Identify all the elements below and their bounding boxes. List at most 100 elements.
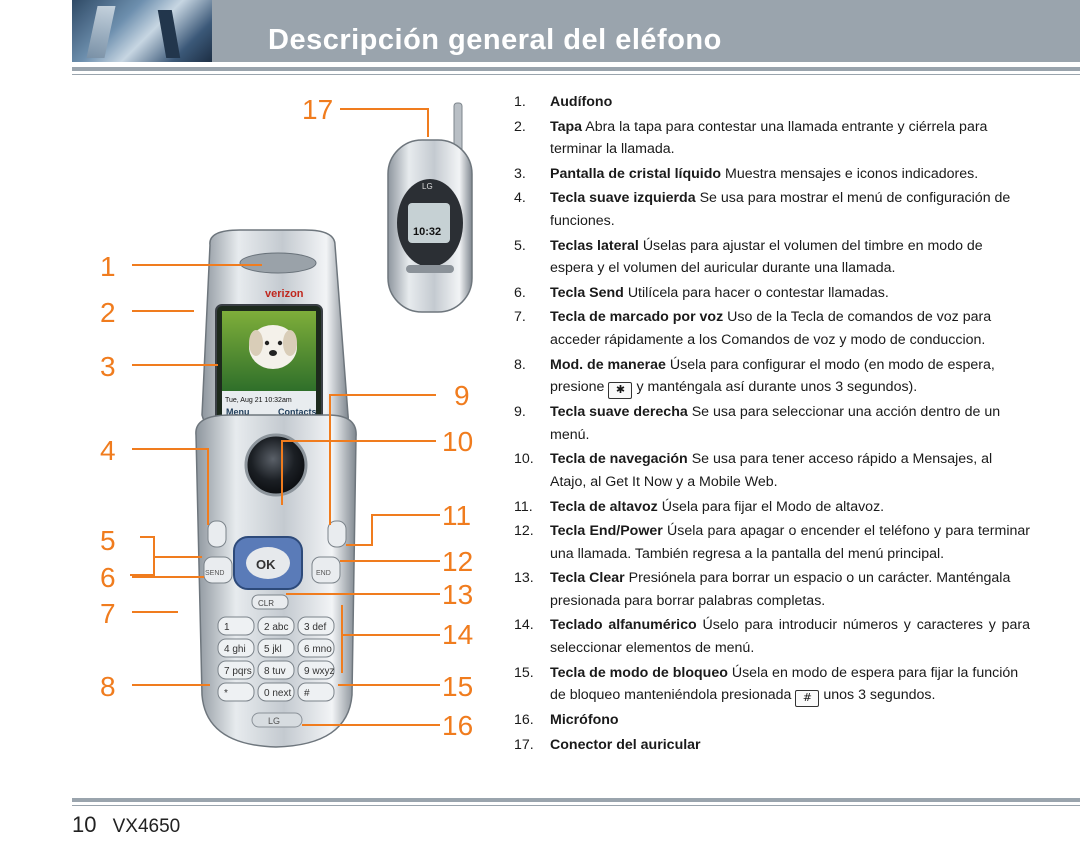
callout-7: 7 — [100, 598, 116, 629]
list-item: 7. Tecla de marcado por voz Uso de la Tec… — [514, 306, 1030, 351]
keypad-key-label: 7 pqrs — [224, 666, 252, 677]
callout-8: 8 — [100, 671, 116, 702]
callout-9: 9 — [454, 380, 470, 411]
list-item: 4.Tecla suave izquierda Se usa para most… — [514, 187, 1030, 232]
page-title: Descripción general del eléfono — [268, 24, 722, 56]
callout-15: 15 — [442, 671, 473, 702]
keypad-key — [297, 682, 335, 702]
keypad-key-label: # — [304, 688, 310, 699]
item-number: 17. — [514, 736, 534, 753]
item-number: 11. — [514, 498, 533, 515]
item-term: Conector del auricular — [550, 736, 701, 753]
callout-16: 16 — [442, 710, 473, 741]
top-rule — [72, 67, 1080, 71]
item-term: Tecla suave derecha — [550, 404, 688, 421]
keypad-key — [257, 660, 295, 680]
item-term: Pantalla de cristal líquido — [550, 165, 722, 182]
callout-5: 5 — [100, 525, 116, 556]
item-term: Tecla de navegación — [550, 451, 688, 468]
keypad-key — [217, 660, 255, 680]
keypad-key-label: * — [224, 688, 228, 699]
keypad-key — [297, 660, 335, 680]
list-item: 12.Tecla End/Power Úsela para apagar o e… — [514, 520, 1030, 565]
item-term: Tecla de marcado por voz — [550, 309, 724, 326]
keypad-key — [217, 682, 255, 702]
item-number: 5. — [514, 237, 526, 254]
keypad-key-label: 3 def — [304, 622, 326, 633]
callout-17: 17 — [302, 94, 333, 125]
item-term: Tecla Clear — [550, 570, 625, 587]
item-number: 7. — [514, 309, 526, 326]
item-term: Tecla End/Power — [550, 523, 663, 540]
item-term: Tapa — [550, 118, 583, 135]
item-description: Úsela en modo de espera para fijar la fu… — [550, 664, 1019, 704]
item-number: 2. — [514, 118, 526, 135]
item-description: Uso de la Tecla de comandos de voz para … — [550, 309, 992, 348]
keypad-key — [217, 616, 255, 636]
header-photo — [72, 0, 212, 62]
keypad-key-label: 0 next — [264, 688, 291, 699]
closed-phone: 10:32 LG — [387, 102, 473, 313]
list-item: 16. Micrófono — [514, 709, 1030, 732]
keypad-key — [297, 616, 335, 636]
list-item: 10.Tecla de navegación Se usa para tener… — [514, 448, 1030, 493]
page-footer: 10 VX4650 — [72, 812, 180, 838]
item-number: 13. — [514, 570, 534, 587]
item-description-cont: unos 3 segundos. — [823, 687, 936, 704]
screen-status: Tue, Aug 21 10:32am — [225, 397, 292, 404]
list-item: 11.Tecla de altavoz Úsela para fijar el … — [514, 496, 1030, 519]
callout-3: 3 — [100, 351, 116, 382]
clr-key-label: CLR — [258, 599, 274, 608]
callout-lines — [130, 108, 440, 726]
softkey-left-label: Menu — [226, 407, 250, 417]
keypad-key-label: 4 ghi — [224, 644, 246, 655]
list-item: 17. Conector del auricular — [514, 734, 1030, 757]
callout-10: 10 — [442, 426, 473, 457]
callout-2: 2 — [100, 297, 116, 328]
item-number: 16. — [514, 712, 534, 729]
list-item: 13.Tecla Clear Presiónela para borrar un… — [514, 567, 1030, 612]
list-item: 5.Teclas lateral Úselas para ajustar el … — [514, 235, 1030, 280]
bottom-rule-thin — [72, 805, 1080, 806]
item-term: Tecla de modo de bloqueo — [550, 664, 728, 681]
list-item: 6.Tecla Send Utilícela para hacer o cont… — [514, 282, 1030, 305]
ok-key-label: OK — [256, 557, 276, 572]
keypad-key-label: 1 — [224, 622, 230, 633]
item-number: 3. — [514, 165, 526, 182]
callout-12: 12 — [442, 546, 473, 577]
item-term: Mod. de manerae — [550, 356, 666, 373]
item-number: 14. — [514, 617, 534, 634]
keypad-key — [297, 638, 335, 658]
item-description-cont: y manténgala así durante unos 3 segundos… — [636, 379, 918, 396]
item-term: Micrófono — [550, 712, 619, 729]
open-phone: verizon Tue, Aug 21 10:32am Menu Contact… — [195, 229, 357, 748]
item-term: Teclas lateral — [550, 237, 639, 254]
callout-1: 1 — [100, 251, 116, 282]
header-band — [72, 0, 1080, 62]
list-item: 2. Tapa Abra la tapa para contestar una l… — [514, 116, 1030, 161]
item-description: Úsela para configurar el modo (en modo d… — [550, 356, 995, 396]
item-description: Muestra mensajes e iconos indicadores. — [725, 165, 979, 182]
item-term: Teclado alfanumérico — [550, 617, 697, 634]
keypad-key — [257, 638, 295, 658]
end-key-label: END — [316, 570, 331, 577]
list-item: 3. Pantalla de cristal líquido Muestra me… — [514, 163, 1030, 186]
list-item: 15.Tecla de modo de bloqueo Úsela en mod… — [514, 662, 1030, 708]
keypad-key — [257, 616, 295, 636]
item-description: Utilícela para hacer o contestar llamada… — [627, 284, 889, 301]
item-description: Abra la tapa para contestar una llamada … — [550, 118, 988, 158]
page-number: 10 — [72, 812, 97, 837]
item-number: 8. — [514, 356, 526, 373]
item-description: Se usa para seleccionar una acción dentr… — [550, 404, 1001, 443]
callout-numbers: 17 1 2 3 4 5 6 7 8 9 10 11 12 13 14 15 1… — [100, 94, 473, 741]
keycap-icon: ✱ — [608, 382, 633, 400]
closed-brand: LG — [422, 182, 433, 191]
item-description: Úselo para introducir números y caracter… — [550, 617, 1030, 657]
item-description: Úsela para fijar el Modo de altavoz. — [661, 498, 885, 515]
verizon-logo: verizon — [265, 288, 304, 300]
keypad-key — [257, 682, 295, 702]
callout-11: 11 — [442, 500, 471, 531]
softkey-right-label: Contacts — [278, 407, 317, 417]
item-number: 6. — [514, 284, 526, 301]
